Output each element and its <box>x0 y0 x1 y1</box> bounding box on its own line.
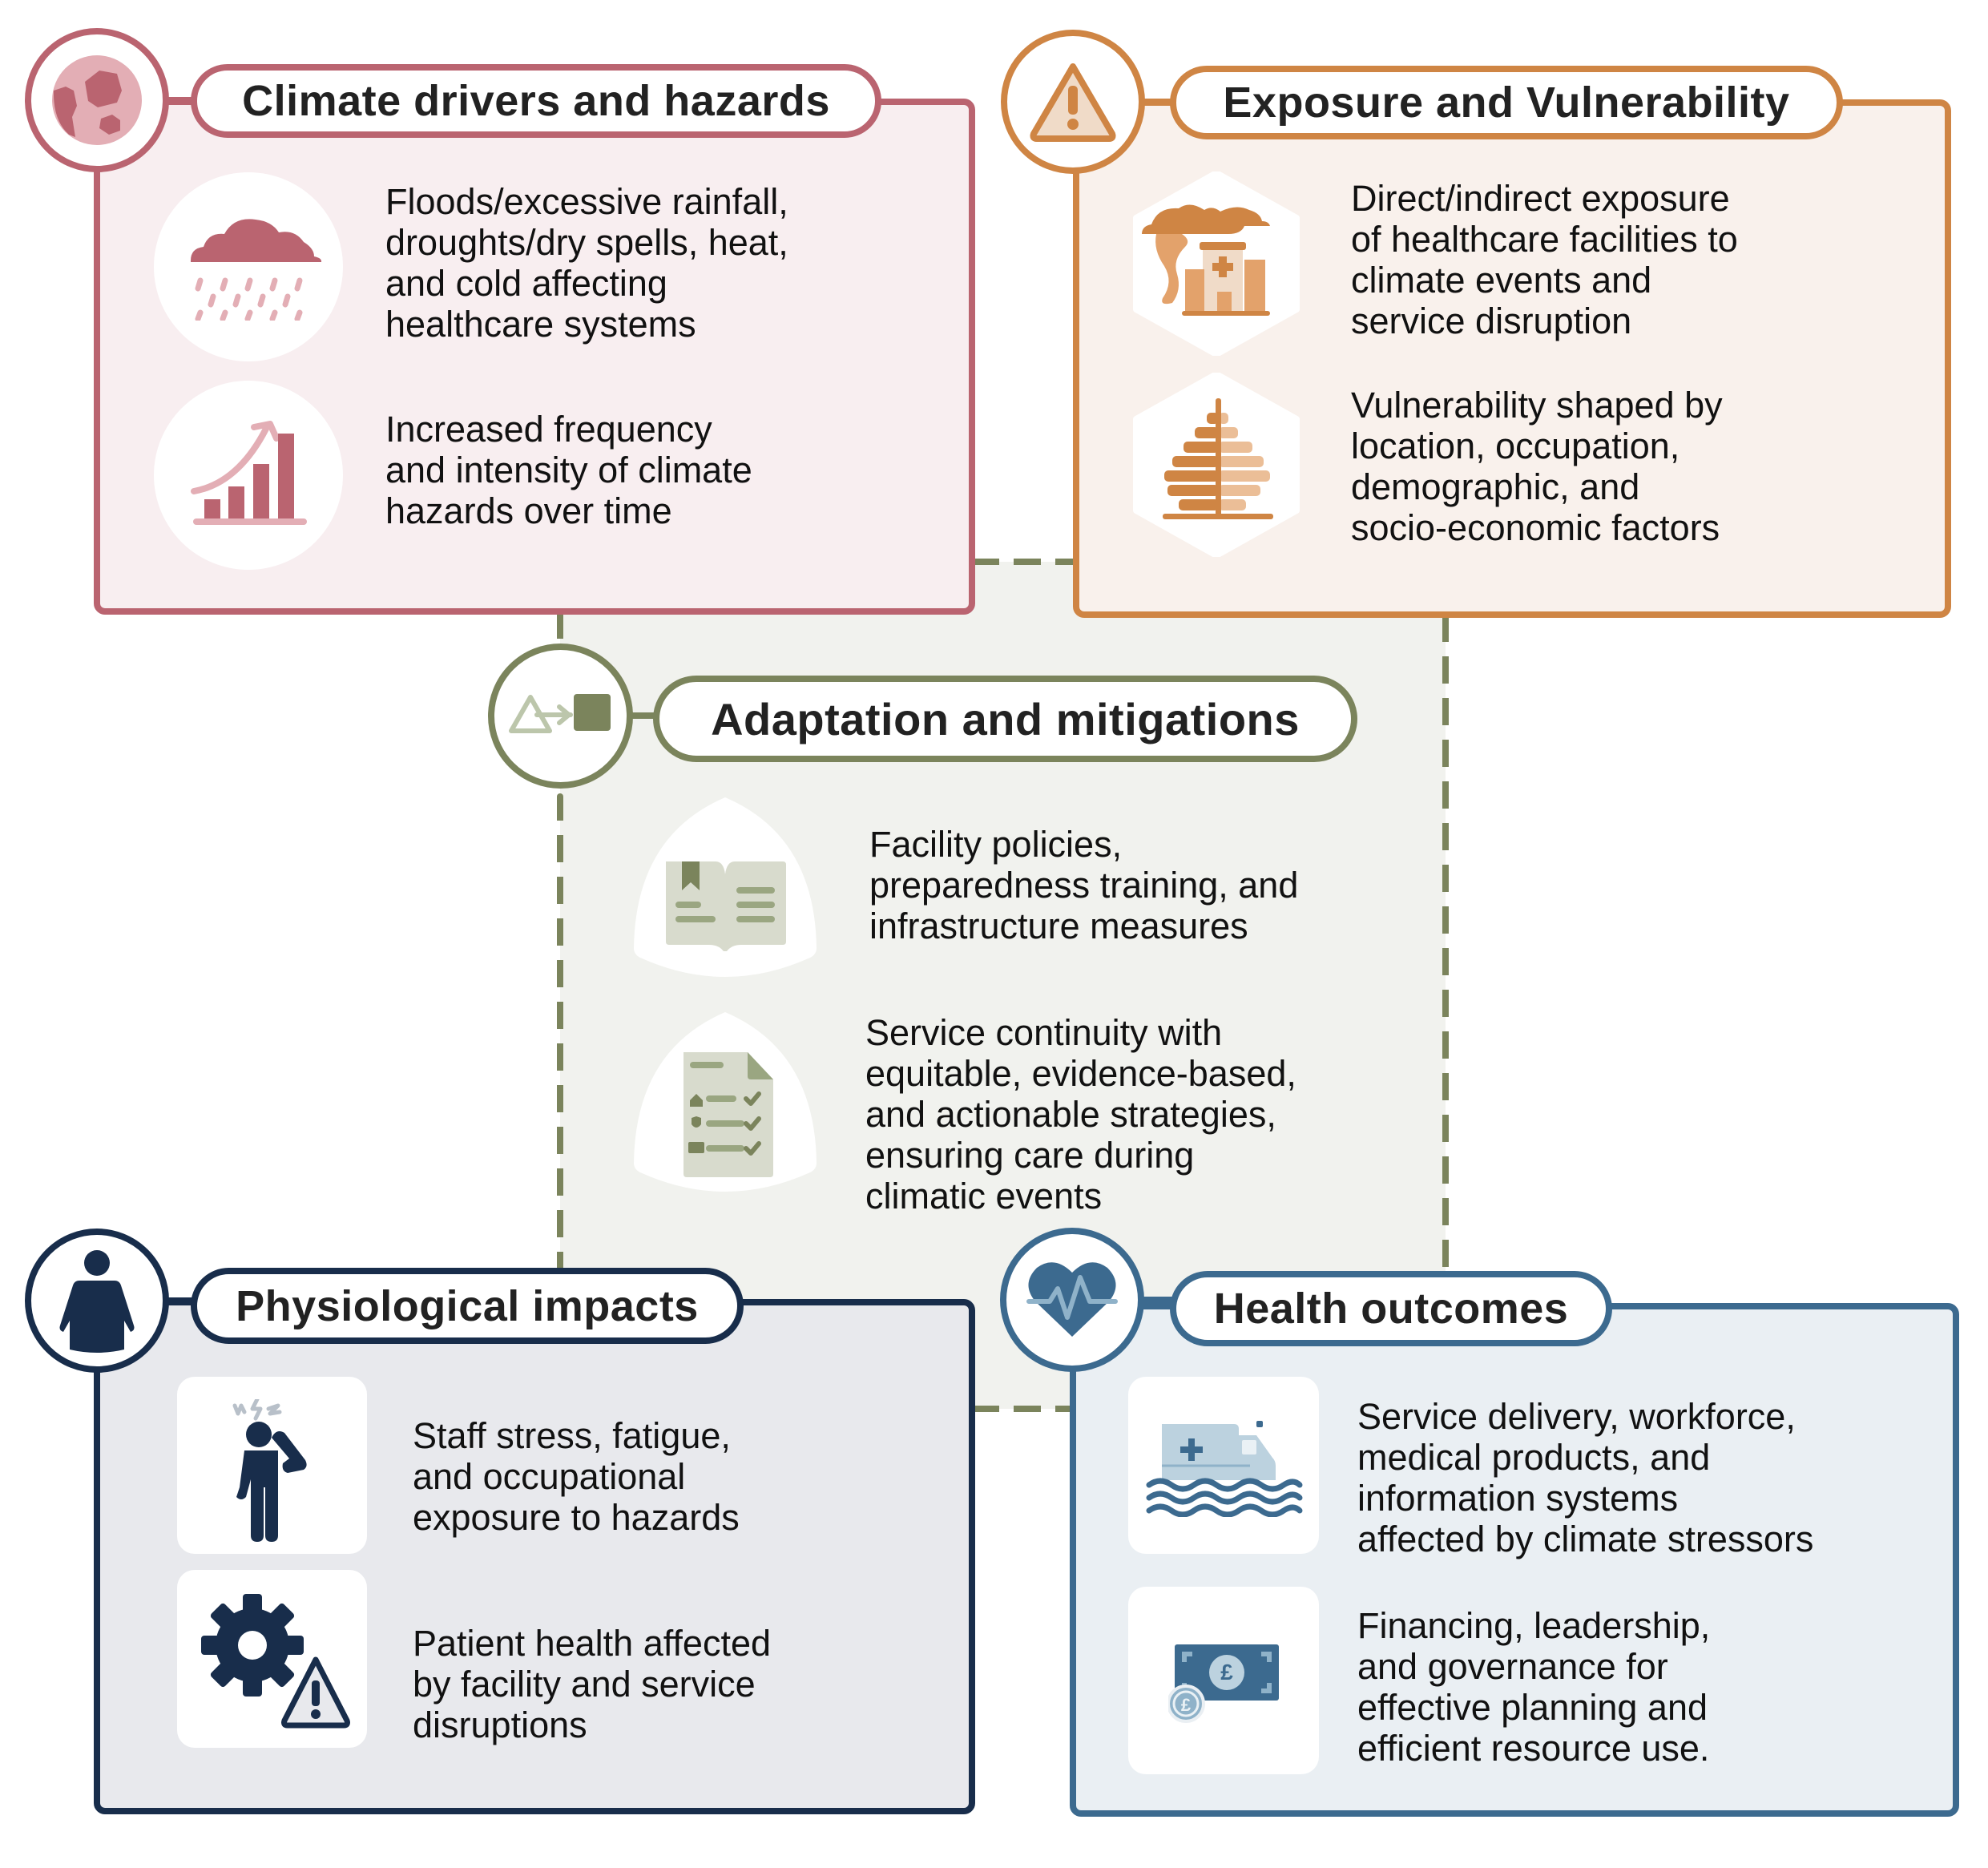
warning-triangle-icon <box>1029 62 1117 142</box>
rising-bar-chart-icon <box>190 405 310 533</box>
globe-icon <box>51 54 143 146</box>
climate-item-1-text: Floods/excessive rainfall, droughts/dry … <box>385 181 788 345</box>
population-pyramid-icon <box>1163 397 1275 525</box>
climate-connector <box>160 97 196 103</box>
person-icon <box>57 1249 137 1353</box>
climate-icon-badge <box>25 28 169 172</box>
health-title: Health outcomes <box>1170 1271 1612 1346</box>
adaptation-dashed-border-top <box>972 559 1076 565</box>
adaptation-item-2-icon-tile <box>631 1011 820 1195</box>
health-item-1-text: Service delivery, workforce, medical pro… <box>1357 1396 1814 1559</box>
climate-item-1-icon-tile <box>154 172 343 361</box>
climate-title: Climate drivers and hazards <box>191 64 881 138</box>
heartbeat-icon <box>1026 1260 1119 1340</box>
physiological-icon-badge <box>25 1229 169 1373</box>
health-connector <box>1136 1297 1172 1303</box>
exposure-connector <box>1138 99 1174 105</box>
exposure-item-2-text: Vulnerability shaped by location, occupa… <box>1351 385 1723 548</box>
checklist-document-icon <box>680 1051 775 1179</box>
exposure-item-2-icon-tile <box>1132 373 1300 557</box>
adaptation-dashed-border-left <box>557 611 563 644</box>
exposure-item-1-icon-tile <box>1132 171 1300 356</box>
climate-item-2-icon-tile <box>154 381 343 570</box>
adaptation-dashed-border-bottom <box>972 1406 1073 1412</box>
svg-text:£: £ <box>1220 1660 1233 1684</box>
adaptation-connector <box>625 712 657 719</box>
triangle-to-square-icon <box>506 692 615 740</box>
storm-hospital-icon <box>1140 202 1284 330</box>
adaptation-dashed-border-right <box>1442 615 1449 1409</box>
svg-text:£: £ <box>1181 1695 1192 1715</box>
physiological-connector <box>160 1297 196 1304</box>
adaptation-item-1-text: Facility policies, preparedness training… <box>869 824 1299 946</box>
exposure-title: Exposure and Vulnerability <box>1170 66 1843 139</box>
health-item-2-icon-tile: £ £ <box>1128 1587 1319 1774</box>
physiological-title: Physiological impacts <box>191 1268 744 1344</box>
open-book-icon <box>663 858 788 951</box>
adaptation-icon-badge <box>488 644 633 789</box>
physiological-item-1-icon-tile <box>177 1377 367 1554</box>
health-item-1-icon-tile <box>1128 1377 1319 1554</box>
physiological-item-2-text: Patient health affected by facility and … <box>413 1623 772 1745</box>
adaptation-item-2-text: Service continuity with equitable, evide… <box>865 1012 1296 1216</box>
adaptation-item-1-icon-tile <box>631 796 820 980</box>
gear-warning-icon <box>200 1592 352 1729</box>
stressed-person-icon <box>232 1399 320 1543</box>
rain-cloud-icon <box>188 216 324 321</box>
physiological-item-1-text: Staff stress, fatigue, and occupational … <box>413 1415 740 1538</box>
health-item-2-text: Financing, leadership, and governance fo… <box>1357 1605 1711 1769</box>
exposure-item-1-text: Direct/indirect exposure of healthcare f… <box>1351 178 1738 341</box>
flooded-ambulance-icon <box>1146 1421 1303 1517</box>
exposure-icon-badge <box>1001 30 1145 174</box>
adaptation-dashed-border-left-lower <box>557 793 563 1302</box>
pound-banknote-icon: £ £ <box>1168 1643 1280 1723</box>
climate-item-2-text: Increased frequency and intensity of cli… <box>385 409 752 531</box>
health-icon-badge <box>1000 1228 1144 1372</box>
physiological-item-2-icon-tile <box>177 1570 367 1748</box>
adaptation-title: Adaptation and mitigations <box>653 676 1357 762</box>
